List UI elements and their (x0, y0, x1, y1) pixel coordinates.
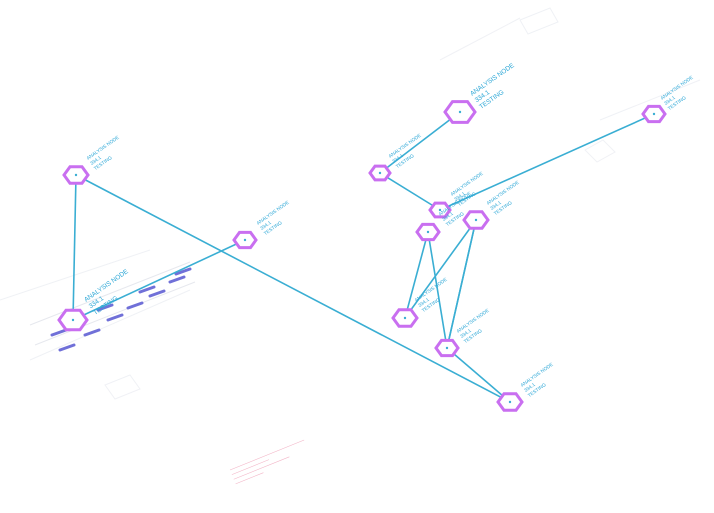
edge-n4-n6 (379, 172, 441, 211)
panel-bar (168, 275, 186, 284)
analysis-node-n9[interactable] (391, 308, 419, 328)
node-label-line-1: ANALYSIS NODE (469, 62, 516, 98)
edge-n8-n9 (404, 231, 429, 319)
panel-bar (138, 285, 156, 294)
edge-n2-n3 (72, 239, 246, 321)
node-label-line-2: 334.1 (459, 328, 473, 340)
node-label-line-2: 334.1 (453, 191, 467, 203)
node-label-line-2: 334.1 (441, 211, 455, 223)
node-label-line-1: ANALYSIS NODE (520, 362, 555, 389)
node-label-line-2: 334.1 (523, 382, 537, 394)
node-label-line-1: ANALYSIS NODE (83, 268, 130, 304)
panel-bar (50, 328, 68, 337)
analysis-node-n10[interactable] (462, 210, 490, 230)
analysis-node-n12[interactable] (434, 338, 460, 358)
edge-n8-n12 (427, 231, 448, 349)
edge-n12-n11 (446, 347, 511, 403)
node-label-line-2: 334.1 (417, 297, 431, 309)
edge-n1-n11 (75, 174, 511, 403)
panel-bar (83, 328, 101, 337)
analysis-node-n6[interactable] (428, 201, 452, 219)
analysis-node-n5[interactable] (443, 100, 477, 124)
node-label-line-1: ANALYSIS NODE (388, 133, 423, 160)
node-label-line-1: ANALYSIS NODE (660, 75, 695, 102)
edge-n4-n5 (379, 111, 461, 174)
edge-n9-n10 (404, 219, 477, 319)
background-decorations (0, 7, 701, 400)
analysis-node-n1[interactable] (62, 165, 90, 185)
node-label-line-1: ANALYSIS NODE (256, 200, 291, 227)
analysis-node-n7[interactable] (641, 104, 667, 124)
mini-data-panel (29, 261, 196, 352)
analysis-node-n3[interactable] (232, 230, 258, 250)
analysis-node-n8[interactable] (415, 222, 441, 242)
node-label-line-1: ANALYSIS NODE (456, 308, 491, 335)
faint-note (229, 439, 305, 485)
node-label-line-1: ANALYSIS NODE (86, 135, 121, 162)
panel-bar (174, 267, 192, 276)
panel-bar (148, 289, 166, 298)
edge-n6-n7 (439, 113, 655, 211)
node-label-line-2: 334.1 (663, 95, 677, 107)
analysis-node-n11[interactable] (496, 392, 524, 412)
node-label-line-2: 334.1 (89, 155, 103, 167)
edge-layer (72, 111, 655, 403)
edge-n10-n12 (446, 219, 477, 349)
analysis-node-n2[interactable] (57, 308, 89, 332)
node-label-line-2: 334.1 (391, 153, 405, 165)
node-label-line-1: ANALYSIS NODE (486, 180, 521, 207)
panel-bar (96, 303, 114, 312)
panel-bar (126, 301, 144, 310)
analysis-node-n4[interactable] (368, 164, 392, 182)
node-label-line-2: 334.1 (489, 200, 503, 212)
node-layer (57, 100, 667, 412)
panel-bar (106, 313, 124, 322)
panel-bar (58, 343, 76, 352)
node-label-line-2: 334.1 (259, 220, 273, 232)
edge-n1-n2 (72, 174, 77, 321)
